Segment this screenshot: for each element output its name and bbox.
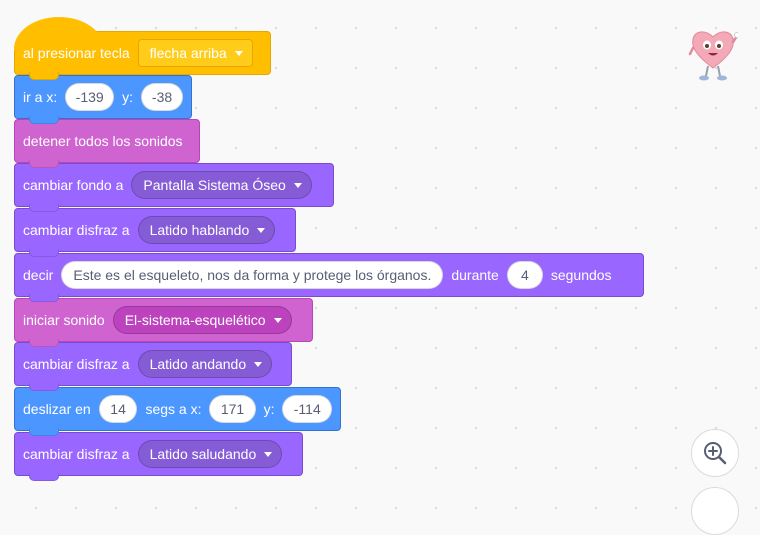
secs-input[interactable]: 14 (98, 395, 138, 423)
dropdown-caret-icon (234, 50, 243, 56)
costume-dropdown[interactable]: Latido saludando (137, 440, 283, 468)
block-label: cambiar fondo a (23, 177, 124, 193)
zoom-in-button[interactable] (691, 429, 739, 477)
dropdown-value: Latido hablando (149, 222, 250, 238)
y-label: y: (122, 89, 134, 105)
switch-backdrop-block[interactable]: cambiar fondo a Pantalla Sistema Óseo (14, 163, 334, 212)
switch-costume-block[interactable]: cambiar disfraz a Latido hablando (14, 208, 296, 257)
glide-to-xy-block[interactable]: deslizar en 14 segs a x: 171 y: -114 (14, 387, 341, 436)
dropdown-value: flecha arriba (149, 45, 227, 61)
block-label: cambiar disfraz a (23, 446, 130, 462)
y-label: y: (263, 401, 275, 417)
dropdown-caret-icon (273, 317, 282, 323)
dropdown-value: El-sistema-esquelético (124, 312, 266, 328)
costume-dropdown[interactable]: Latido hablando (137, 216, 276, 244)
costume-dropdown[interactable]: Latido andando (137, 350, 273, 378)
backdrop-dropdown[interactable]: Pantalla Sistema Óseo (131, 171, 312, 199)
go-to-xy-block[interactable]: ir a x: -139 y: -38 (14, 75, 192, 124)
key-dropdown[interactable]: flecha arriba (137, 39, 253, 67)
dropdown-caret-icon (293, 182, 302, 188)
block-label: decir (23, 267, 54, 283)
secs-label: segs a x: (145, 401, 202, 417)
block-label: deslizar en (23, 401, 91, 417)
dropdown-caret-icon (264, 451, 273, 457)
block-label: cambiar disfraz a (23, 356, 130, 372)
dropdown-caret-icon (254, 361, 263, 367)
switch-costume-block[interactable]: cambiar disfraz a Latido andando (14, 342, 292, 391)
block-label: detener todos los sonidos (23, 133, 183, 149)
secs-input[interactable]: 4 (506, 261, 543, 289)
block-label: al presionar tecla (23, 45, 130, 61)
zoom-out-button[interactable] (691, 487, 739, 535)
heart-character-icon (688, 24, 740, 84)
when-key-pressed-block[interactable]: al presionar tecla flecha arriba (14, 17, 271, 80)
y-input[interactable]: -114 (282, 395, 332, 423)
zoom-in-icon (704, 442, 727, 465)
block-label: cambiar disfraz a (23, 222, 130, 238)
dropdown-value: Latido saludando (149, 446, 257, 462)
message-input[interactable]: Este es el esqueleto, nos da forma y pro… (61, 261, 444, 289)
stop-all-sounds-block[interactable]: detener todos los sonidos (14, 119, 200, 168)
unit-label: segundos (550, 267, 612, 283)
dropdown-value: Latido andando (149, 356, 247, 372)
dropdown-value: Pantalla Sistema Óseo (143, 177, 286, 193)
block-label: iniciar sonido (23, 312, 105, 328)
during-label: durante (451, 267, 499, 283)
dropdown-caret-icon (257, 227, 266, 233)
x-input[interactable]: 171 (209, 395, 256, 423)
say-for-secs-block[interactable]: decir Este es el esqueleto, nos da forma… (14, 253, 644, 302)
sound-dropdown[interactable]: El-sistema-esquelético (112, 306, 292, 334)
start-sound-block[interactable]: iniciar sonido El-sistema-esquelético (14, 298, 313, 347)
block-label: ir a x: (23, 89, 58, 105)
switch-costume-block[interactable]: cambiar disfraz a Latido saludando (14, 432, 303, 481)
y-input[interactable]: -38 (141, 83, 183, 111)
x-input[interactable]: -139 (65, 83, 115, 111)
